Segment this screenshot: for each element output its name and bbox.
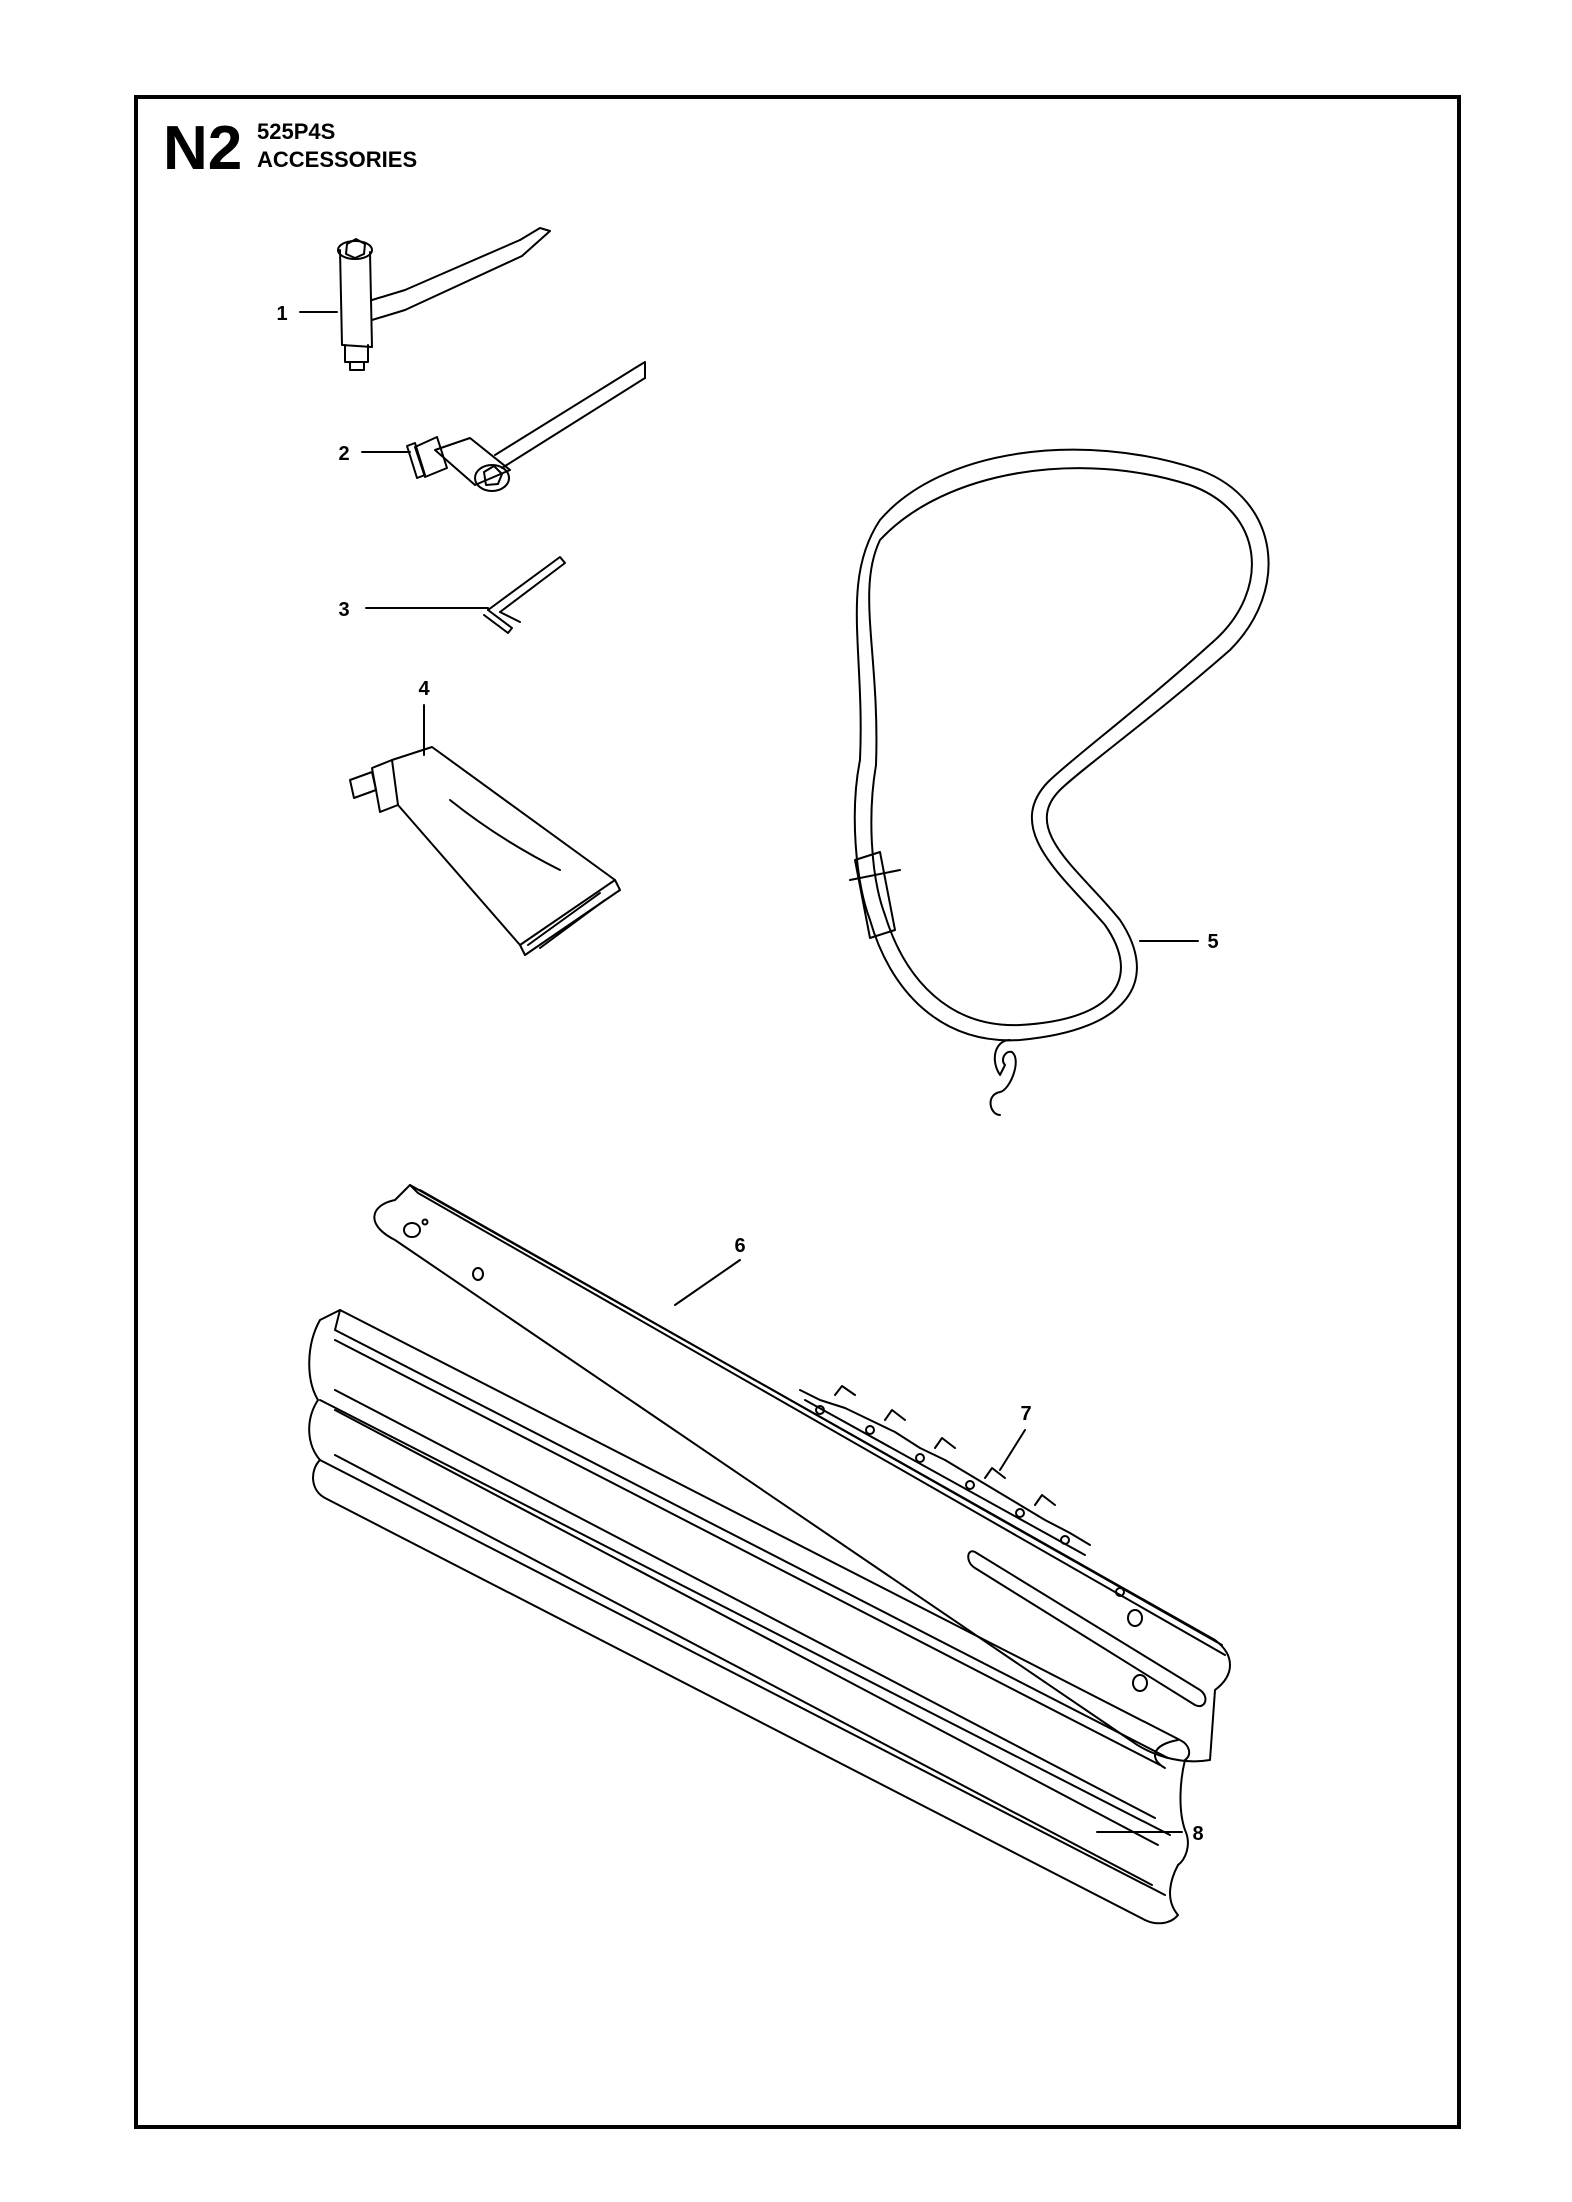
callout-7: 7 bbox=[1020, 1403, 1031, 1425]
part-5-harness-strap bbox=[849, 448, 1270, 1116]
model-name: 525P4S bbox=[257, 119, 336, 144]
part-6-guide-bar bbox=[373, 1184, 1231, 1763]
callout-6: 6 bbox=[734, 1235, 745, 1257]
part-8-bar-cover bbox=[308, 1309, 1191, 1925]
leader-6 bbox=[674, 1259, 741, 1306]
page-frame bbox=[134, 95, 1461, 2129]
callout-4: 4 bbox=[418, 678, 430, 700]
callout-8: 8 bbox=[1192, 1823, 1203, 1845]
callout-1: 1 bbox=[276, 303, 287, 325]
callout-3: 3 bbox=[338, 599, 349, 621]
leader-7 bbox=[999, 1429, 1026, 1471]
part-7-saw-chain bbox=[799, 1385, 1091, 1556]
part-1-combination-wrench bbox=[337, 227, 551, 371]
callout-5: 5 bbox=[1207, 931, 1218, 953]
part-3-hex-key bbox=[483, 556, 566, 634]
section-code: N2 bbox=[163, 114, 243, 183]
part-2-spark-plug-wrench bbox=[406, 361, 646, 492]
section-title: ACCESSORIES bbox=[257, 147, 418, 172]
callout-2: 2 bbox=[338, 443, 349, 465]
part-4-grease-tube bbox=[349, 746, 621, 956]
